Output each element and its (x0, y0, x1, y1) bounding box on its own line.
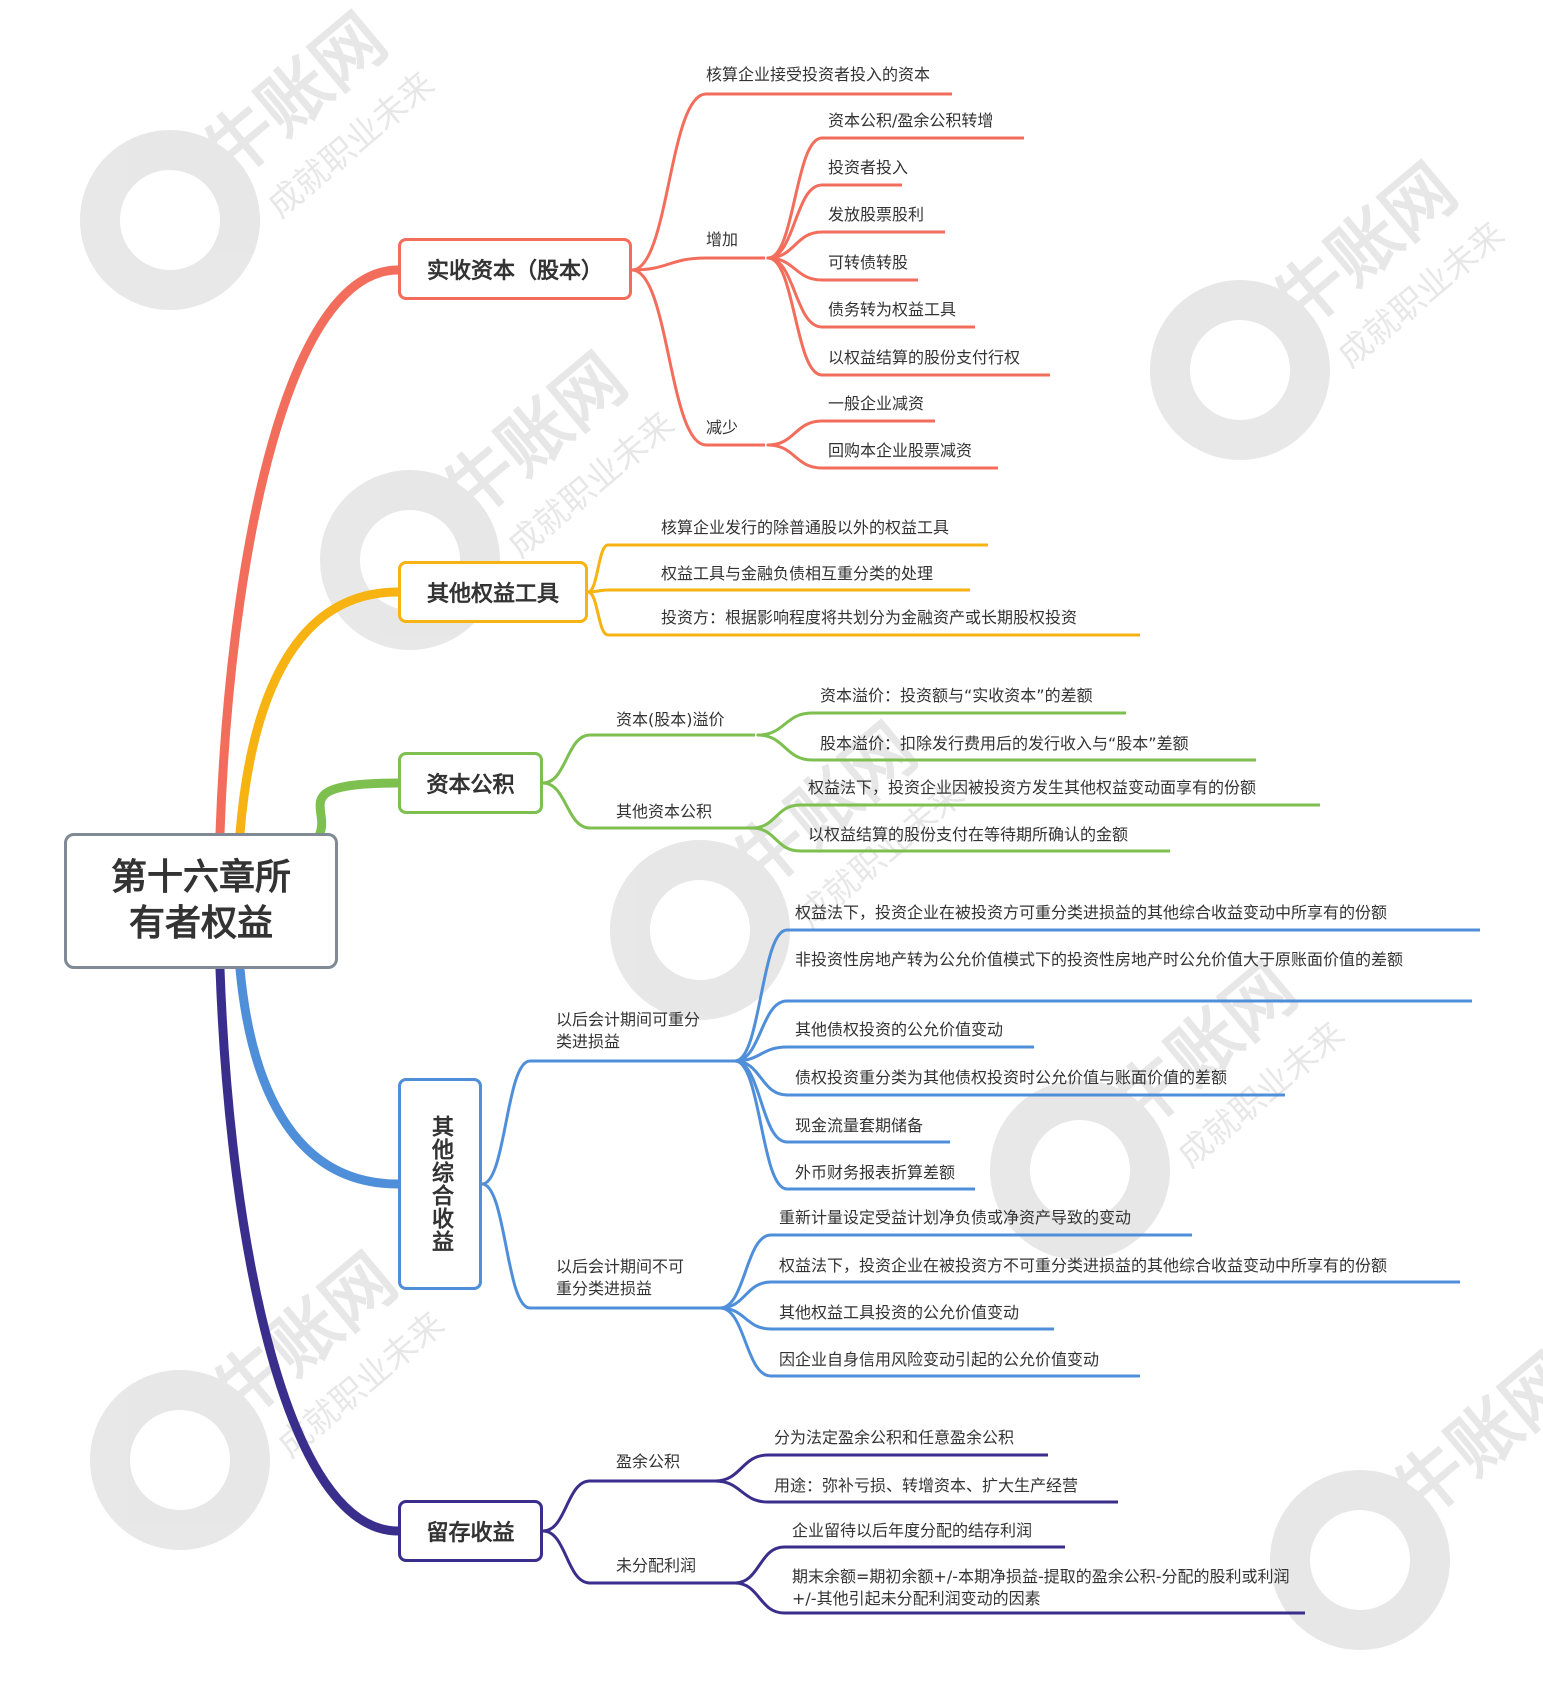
leaf-increase-5[interactable]: 债务转为权益工具 (828, 300, 957, 319)
connector-22 (766, 256, 824, 377)
leaf-increase-3[interactable]: 发放股票股利 (828, 205, 925, 224)
leaf-nonrecl-4[interactable]: 因企业自身信用风险变动引起的公允价值变动 (779, 1350, 1100, 1369)
root-title-line2: 有者权益 (128, 903, 273, 944)
leaf-decrease-2[interactable]: 回购本企业股票减资 (828, 441, 973, 460)
mid-decrease[interactable]: 减少 (706, 418, 739, 437)
connector-48 (480, 1182, 532, 1310)
leaf-increase-2[interactable]: 投资者投入 (828, 158, 909, 177)
mid-surplus-reserve[interactable]: 盈余公积 (616, 1452, 681, 1471)
leaf-decrease-1[interactable]: 一般企业减资 (828, 394, 925, 413)
node-paid-in-capital[interactable]: 实收资本（股本） (398, 238, 632, 300)
connector-50 (733, 928, 789, 1063)
mid-reclassifiable[interactable]: 以后会计期间可重分类进损益 (556, 1010, 701, 1051)
connector-32 (586, 590, 610, 637)
leaf-other-equity-1[interactable]: 核算企业发行的除普通股以外的权益工具 (661, 518, 950, 537)
leaf-recl-5[interactable]: 现金流量套期储备 (795, 1116, 924, 1135)
leaf-increase-1[interactable]: 资本公积/盈余公积转增 (828, 111, 994, 130)
trunk-1 (215, 265, 403, 838)
trunk-4 (235, 964, 403, 1189)
trunk-5 (215, 964, 403, 1536)
connector-68 (718, 1306, 773, 1378)
connector-38 (756, 711, 814, 737)
node-oci[interactable]: 其他综合收益 (398, 1078, 482, 1290)
leaf-premium-2[interactable]: 股本溢价：扣除发行费用后的发行收入与“股本”差额 (820, 734, 1189, 753)
connector-76 (713, 1479, 770, 1504)
leaf-undist-1[interactable]: 企业留待以后年度分配的结存利润 (792, 1521, 1033, 1540)
leaf-undist-2[interactable]: 期末余额=期初余额+/-本期净损益-提取的盈余公积-分配的股利或利润+/-其他引… (792, 1567, 1290, 1608)
root-title-line1: 第十六章所 (110, 857, 291, 898)
root-node[interactable]: 第十六章所 有者权益 (64, 833, 338, 969)
connector-52 (733, 999, 789, 1063)
connector-34 (541, 733, 592, 785)
connector-72 (541, 1529, 592, 1585)
connector-8 (630, 256, 708, 272)
trunk-3 (315, 778, 403, 838)
leaf-recl-1[interactable]: 权益法下，投资企业在被投资方可重分类进损益的其他综合收益变动中所享有的份额 (795, 903, 1388, 922)
connector-12 (766, 136, 824, 260)
leaf-other-cr-1[interactable]: 权益法下，投资企业因被投资方发生其他权益变动面享有的份额 (808, 778, 1257, 797)
connector-36 (541, 781, 592, 830)
leaf-nonrecl-1[interactable]: 重新计量设定受益计划净负债或净资产导致的变动 (779, 1208, 1132, 1227)
mid-other-capital-reserve[interactable]: 其他资本公积 (616, 802, 713, 821)
connector-40 (756, 733, 814, 762)
leaf-increase-4[interactable]: 可转债转股 (828, 253, 909, 272)
connector-42 (750, 803, 802, 830)
connector-74 (713, 1453, 770, 1483)
connector-70 (541, 1479, 592, 1533)
connector-62 (718, 1233, 773, 1310)
connector-44 (750, 826, 802, 853)
connector-24 (766, 419, 824, 447)
leaf-recl-4[interactable]: 债权投资重分类为其他债权投资时公允价值与账面价值的差额 (795, 1068, 1228, 1087)
connector-10 (630, 268, 708, 447)
node-label: 留存收益 (426, 1521, 515, 1546)
mid-undistributed-profit[interactable]: 未分配利润 (616, 1556, 697, 1575)
leaf-increase-6[interactable]: 以权益结算的股份支付行权 (828, 348, 1021, 367)
mid-premium[interactable]: 资本(股本)溢价 (616, 710, 725, 729)
node-capital-reserve[interactable]: 资本公积 (398, 752, 543, 814)
node-label: 其他综合收益 (428, 1115, 453, 1253)
mid-non-reclassifiable[interactable]: 以后会计期间不可重分类进损益 (556, 1257, 685, 1298)
leaf-surplus-2[interactable]: 用途：弥补亏损、转增资本、扩大生产经营 (774, 1476, 1079, 1495)
leaf-nonrecl-3[interactable]: 其他权益工具投资的公允价值变动 (779, 1303, 1020, 1322)
connector-6 (630, 92, 708, 272)
connector-28 (586, 543, 610, 594)
mid-increase[interactable]: 增加 (706, 230, 739, 249)
leaf-nonrecl-2[interactable]: 权益法下，投资企业在被投资方不可重分类进损益的其他综合收益变动中所享有的份额 (779, 1256, 1388, 1275)
connector-80 (733, 1581, 786, 1615)
connector-14 (766, 183, 824, 260)
node-label: 资本公积 (426, 773, 515, 798)
node-retained-earnings[interactable]: 留存收益 (398, 1500, 543, 1562)
connector-46 (480, 1059, 532, 1186)
leaf-recl-6[interactable]: 外币财务报表折算差额 (795, 1163, 956, 1182)
leaf-recl-2[interactable]: 非投资性房地产转为公允价值模式下的投资性房地产时公允价值大于原账面价值的差额 (795, 950, 1404, 969)
leaf-other-equity-3[interactable]: 投资方：根据影响程度将共划分为金融资产或长期股权投资 (661, 608, 1078, 627)
leaf-surplus-1[interactable]: 分为法定盈余公积和任意盈余公积 (774, 1428, 1015, 1447)
connector-60 (733, 1059, 789, 1191)
connector-78 (733, 1545, 786, 1585)
connector-26 (766, 443, 824, 470)
leaf-recl-3[interactable]: 其他债权投资的公允价值变动 (795, 1020, 1004, 1039)
trunk-2 (235, 587, 403, 838)
node-other-equity[interactable]: 其他权益工具 (398, 561, 588, 623)
leaf-pic-1[interactable]: 核算企业接受投资者投入的资本 (706, 65, 931, 84)
node-label: 其他权益工具 (426, 582, 559, 607)
leaf-other-cr-2[interactable]: 以权益结算的股份支付在等待期所确认的金额 (808, 825, 1129, 844)
node-label: 实收资本（股本） (426, 259, 603, 284)
leaf-premium-1[interactable]: 资本溢价：投资额与“实收资本”的差额 (820, 686, 1093, 705)
leaf-other-equity-2[interactable]: 权益工具与金融负债相互重分类的处理 (661, 564, 934, 583)
